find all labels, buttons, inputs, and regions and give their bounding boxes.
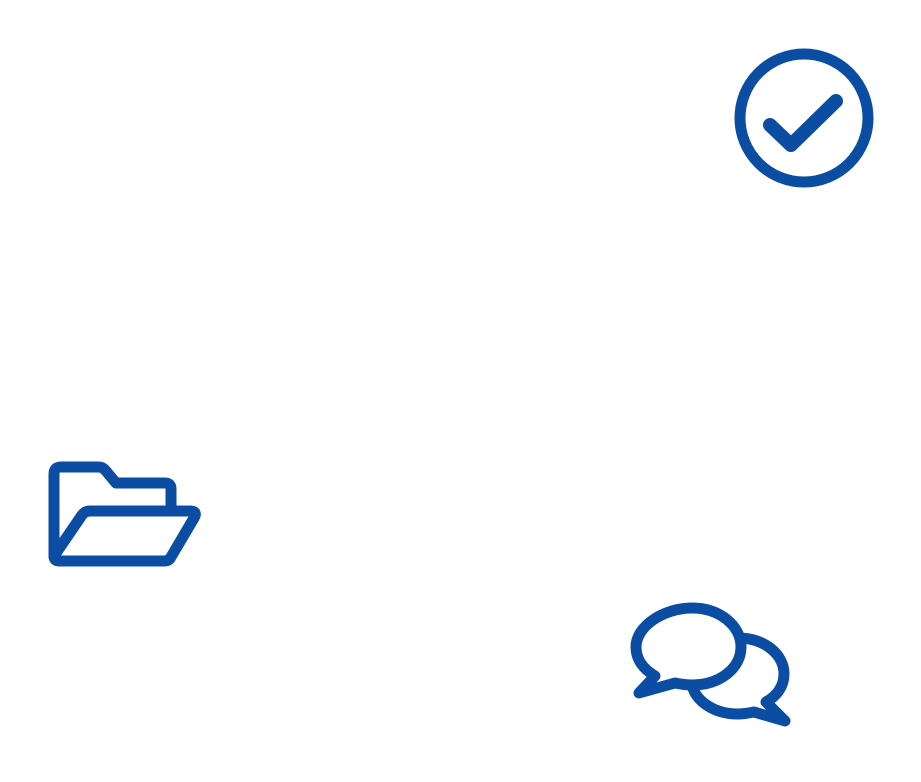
chat-bubbles-icon (628, 600, 794, 728)
check-circle-icon (733, 47, 875, 189)
open-folder-icon (45, 460, 205, 568)
